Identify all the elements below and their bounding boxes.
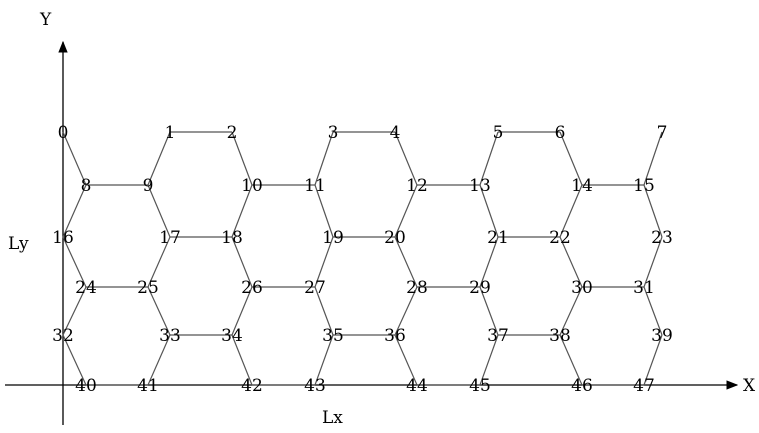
edge-4-12 — [394, 131, 418, 186]
node-label-19: 19 — [322, 228, 344, 248]
node-label-35: 35 — [322, 326, 344, 346]
edge-39-47 — [643, 334, 663, 386]
node-label-4: 4 — [390, 123, 401, 143]
node-label-40: 40 — [75, 376, 97, 396]
edge-34-42 — [231, 334, 253, 386]
node-label-7: 7 — [657, 123, 668, 143]
edge-16-24 — [62, 236, 87, 288]
node-label-12: 12 — [406, 176, 428, 196]
y-axis-label: Y — [39, 10, 52, 30]
node-label-18: 18 — [221, 228, 243, 248]
node-label-20: 20 — [384, 228, 406, 248]
x-axis-label: X — [743, 376, 756, 396]
edge-19-27 — [314, 236, 334, 288]
edge-20-28 — [394, 236, 418, 288]
edge-37-45 — [479, 334, 499, 386]
node-label-22: 22 — [549, 228, 571, 248]
edge-27-35 — [314, 286, 334, 336]
edge-12-20 — [394, 184, 418, 238]
node-label-42: 42 — [241, 376, 263, 396]
edge-6-14 — [559, 131, 583, 186]
node-label-26: 26 — [241, 278, 263, 298]
node-label-39: 39 — [651, 326, 673, 346]
node-label-31: 31 — [633, 278, 655, 298]
node-label-25: 25 — [137, 278, 159, 298]
edge-26-34 — [231, 286, 253, 336]
edge-1-9 — [147, 131, 171, 186]
edge-36-44 — [394, 334, 418, 386]
node-label-14: 14 — [571, 176, 593, 196]
node-label-2: 2 — [227, 123, 238, 143]
node-label-8: 8 — [81, 176, 92, 196]
node-label-37: 37 — [487, 326, 509, 346]
edge-7-15 — [643, 131, 663, 186]
node-label-5: 5 — [493, 123, 504, 143]
node-label-23: 23 — [651, 228, 673, 248]
node-label-33: 33 — [159, 326, 181, 346]
node-label-24: 24 — [75, 278, 97, 298]
node-label-34: 34 — [221, 326, 243, 346]
edge-8-16 — [62, 184, 87, 238]
node-label-15: 15 — [633, 176, 655, 196]
node-label-16: 16 — [52, 228, 74, 248]
edge-24-32 — [62, 286, 87, 336]
edge-9-17 — [147, 184, 171, 238]
edge-10-18 — [231, 184, 253, 238]
ly-label: Ly — [8, 234, 29, 254]
node-label-29: 29 — [469, 278, 491, 298]
edge-14-22 — [559, 184, 583, 238]
edge-35-43 — [314, 334, 334, 386]
node-label-1: 1 — [165, 123, 176, 143]
node-label-3: 3 — [328, 123, 339, 143]
edge-18-26 — [231, 236, 253, 288]
edge-15-23 — [643, 184, 663, 238]
node-label-44: 44 — [406, 376, 428, 396]
edge-11-19 — [314, 184, 334, 238]
node-label-46: 46 — [571, 376, 593, 396]
node-label-38: 38 — [549, 326, 571, 346]
node-label-41: 41 — [137, 376, 159, 396]
node-label-21: 21 — [487, 228, 509, 248]
edge-25-33 — [147, 286, 171, 336]
node-label-17: 17 — [159, 228, 181, 248]
node-label-13: 13 — [469, 176, 491, 196]
edge-31-39 — [643, 286, 663, 336]
node-label-11: 11 — [304, 176, 326, 196]
node-label-0: 0 — [58, 123, 69, 143]
edge-2-10 — [231, 131, 253, 186]
edge-28-36 — [394, 286, 418, 336]
edge-30-38 — [559, 286, 583, 336]
edge-0-8 — [62, 131, 87, 186]
node-label-32: 32 — [52, 326, 74, 346]
node-label-43: 43 — [304, 376, 326, 396]
node-label-28: 28 — [406, 278, 428, 298]
edge-5-13 — [479, 131, 499, 186]
edge-32-40 — [62, 334, 87, 386]
edge-13-21 — [479, 184, 499, 238]
node-label-27: 27 — [304, 278, 326, 298]
lx-label: Lx — [322, 408, 343, 428]
edge-group — [62, 131, 663, 386]
edge-22-30 — [559, 236, 583, 288]
node-label-36: 36 — [384, 326, 406, 346]
node-label-10: 10 — [241, 176, 263, 196]
edge-38-46 — [559, 334, 583, 386]
edge-23-31 — [643, 236, 663, 288]
edge-33-41 — [147, 334, 171, 386]
edge-17-25 — [147, 236, 171, 288]
node-label-30: 30 — [571, 278, 593, 298]
node-label-45: 45 — [469, 376, 491, 396]
node-label-9: 9 — [143, 176, 154, 196]
edge-29-37 — [479, 286, 499, 336]
node-label-47: 47 — [633, 376, 655, 396]
edge-21-29 — [479, 236, 499, 288]
edge-3-11 — [314, 131, 334, 186]
node-label-6: 6 — [555, 123, 566, 143]
